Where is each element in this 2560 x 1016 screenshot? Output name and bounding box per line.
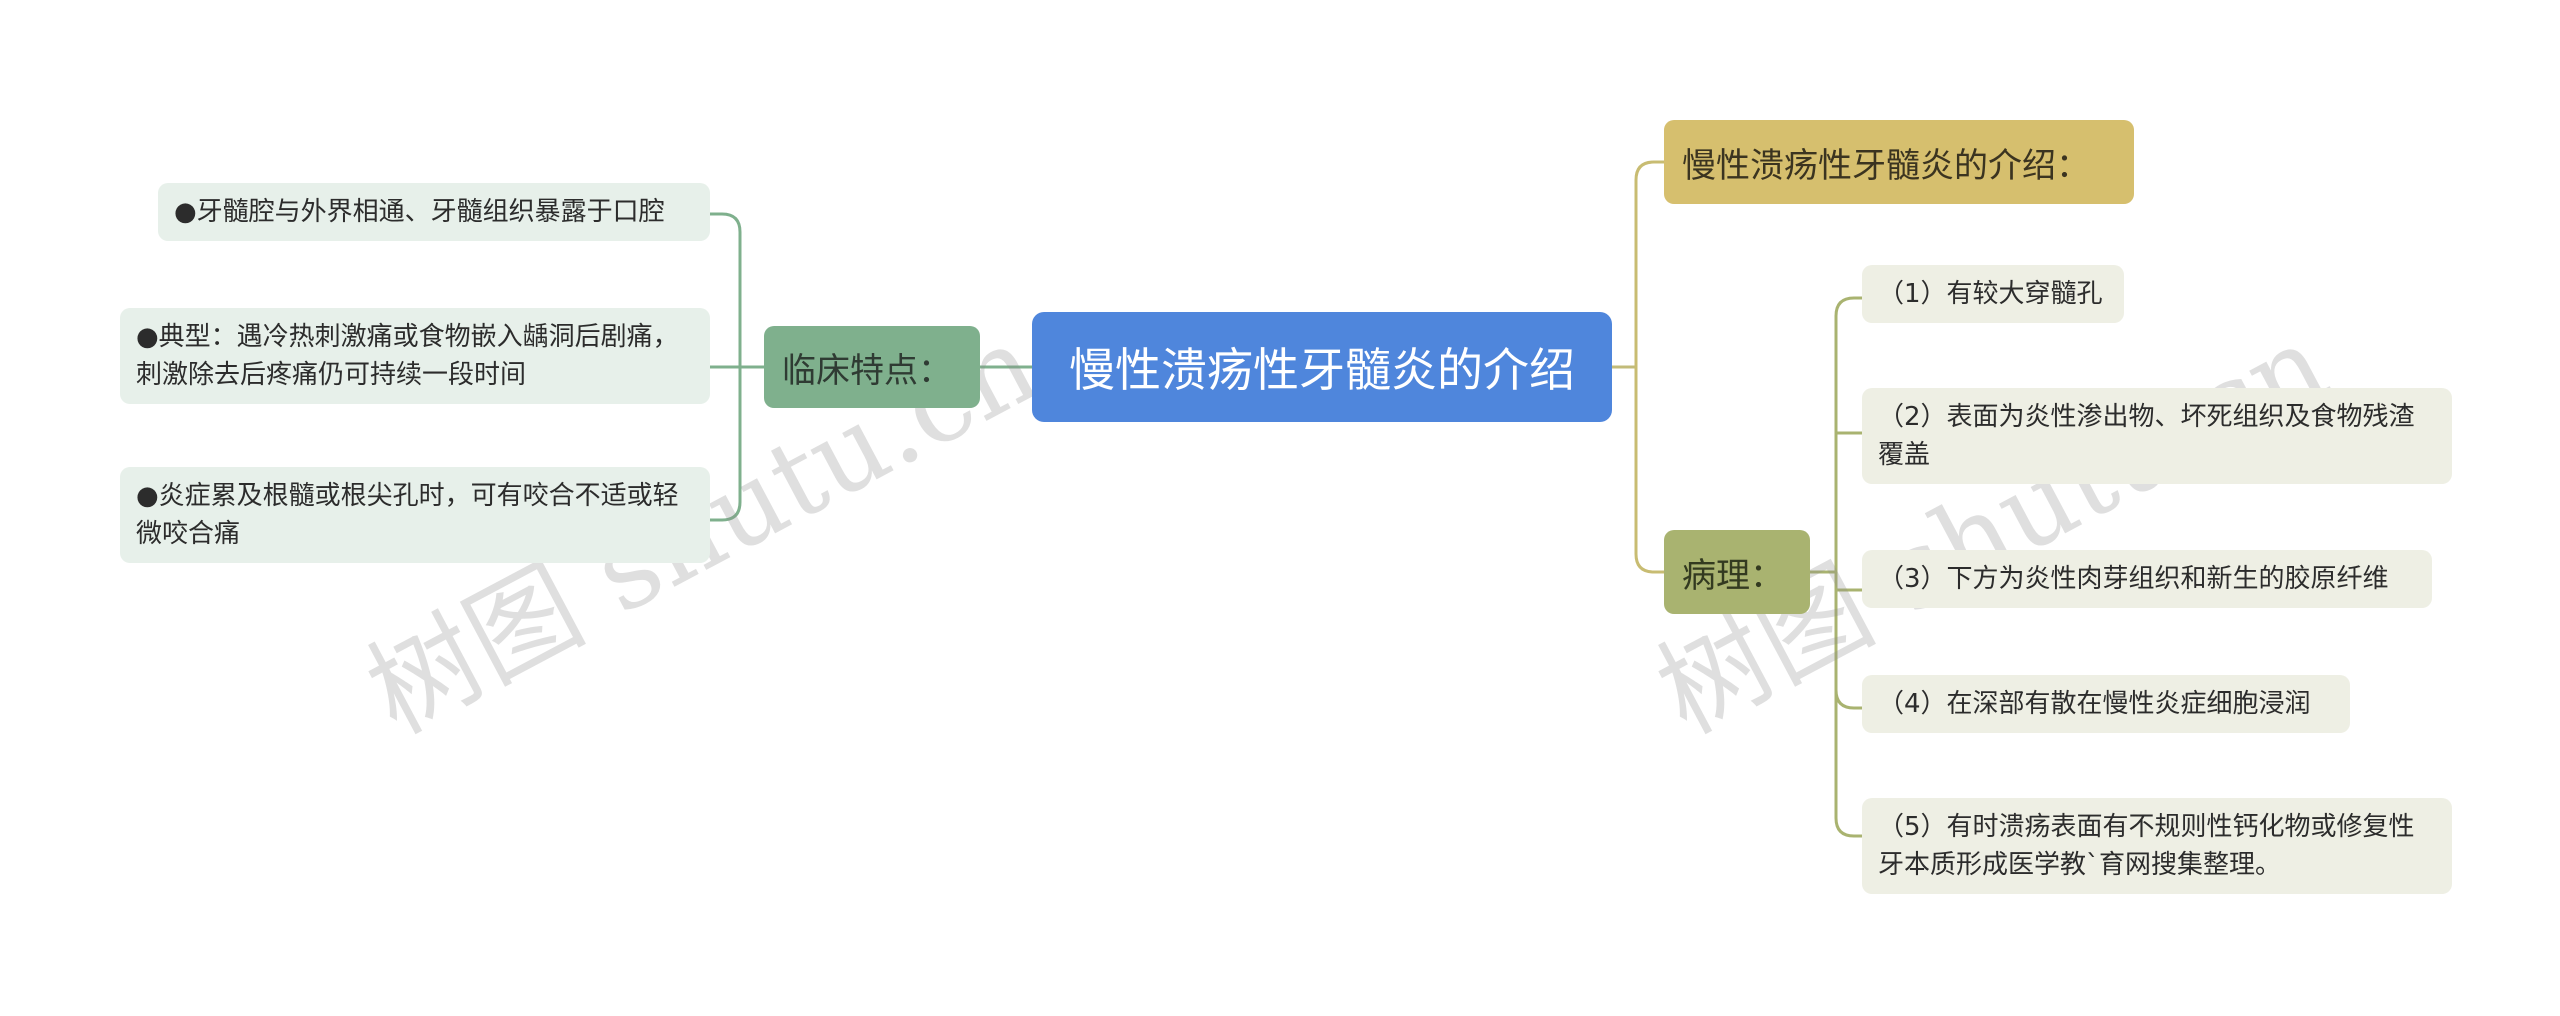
branch-pathology[interactable]: 病理： bbox=[1664, 530, 1810, 614]
pathology-item-1[interactable]: （1）有较大穿髓孔 bbox=[1862, 265, 2124, 323]
branch-clinical-features[interactable]: 临床特点： bbox=[764, 326, 980, 408]
clinical-item-2[interactable]: ●典型：遇冷热刺激痛或食物嵌入龋洞后剧痛，刺激除去后疼痛仍可持续一段时间 bbox=[120, 308, 710, 404]
branch-introduction[interactable]: 慢性溃疡性牙髓炎的介绍： bbox=[1664, 120, 2134, 204]
pathology-item-2[interactable]: （2）表面为炎性渗出物、坏死组织及食物残渣覆盖 bbox=[1862, 388, 2452, 484]
link-right-trunk bbox=[1634, 160, 1664, 574]
clinical-item-1[interactable]: ●牙髓腔与外界相通、牙髓组织暴露于口腔 bbox=[158, 183, 710, 241]
link-patho-leaves bbox=[1810, 296, 1862, 838]
pathology-item-3[interactable]: （3）下方为炎性肉芽组织和新生的胶原纤维 bbox=[1862, 550, 2432, 608]
root-topic[interactable]: 慢性溃疡性牙髓炎的介绍 bbox=[1032, 312, 1612, 422]
pathology-item-4[interactable]: （4）在深部有散在慢性炎症细胞浸润 bbox=[1862, 675, 2350, 733]
pathology-item-5[interactable]: （5）有时溃疡表面有不规则性钙化物或修复性牙本质形成医学教`育网搜集整理。 bbox=[1862, 798, 2452, 894]
link-clinical-leaves bbox=[710, 212, 764, 522]
clinical-item-3[interactable]: ●炎症累及根髓或根尖孔时，可有咬合不适或轻微咬合痛 bbox=[120, 467, 710, 563]
